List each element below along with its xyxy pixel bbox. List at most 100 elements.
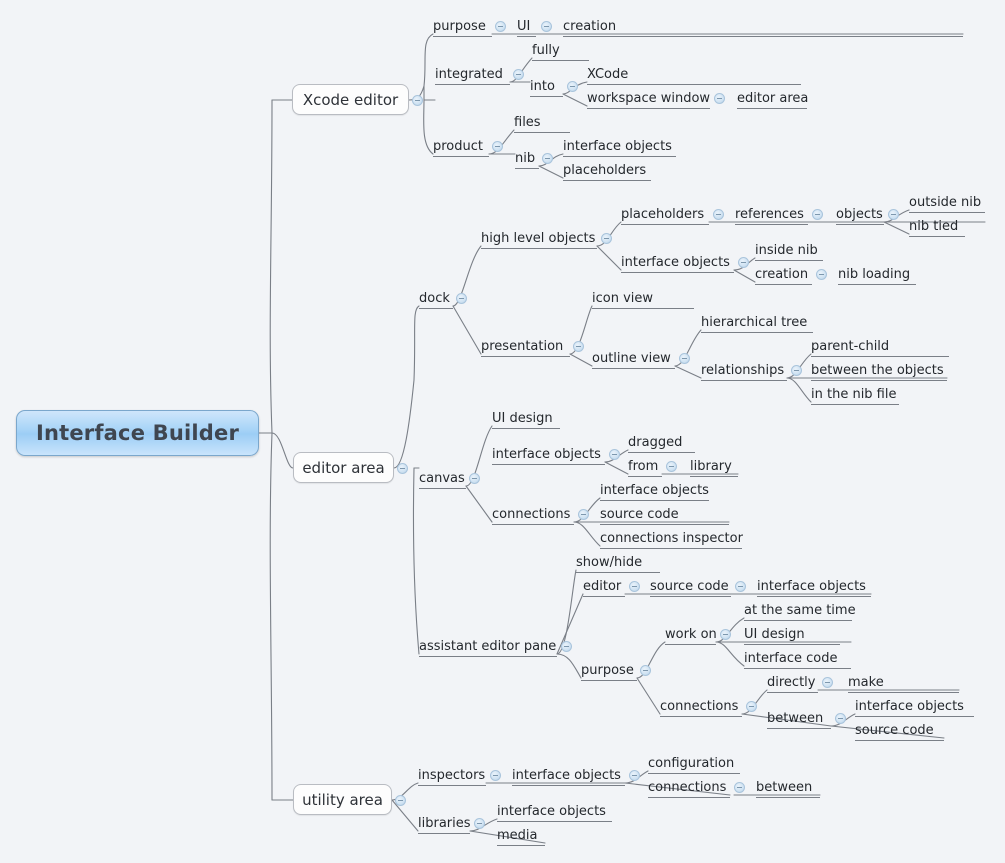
collapse-toggle-icon[interactable]: [495, 21, 506, 32]
topic-node[interactable]: workspace window: [587, 92, 710, 105]
topic-node[interactable]: show/hide: [576, 556, 642, 569]
topic-node[interactable]: creation: [563, 20, 616, 33]
collapse-toggle-icon[interactable]: [822, 677, 833, 688]
collapse-toggle-icon[interactable]: [735, 581, 746, 592]
topic-node[interactable]: source code: [855, 724, 934, 737]
collapse-toggle-icon[interactable]: [720, 629, 731, 640]
topic-node[interactable]: make: [848, 676, 884, 689]
topic-node[interactable]: between: [756, 781, 812, 794]
topic-node[interactable]: inside nib: [755, 244, 818, 257]
topic-node[interactable]: UI design: [744, 628, 805, 641]
topic-node[interactable]: fully: [532, 44, 560, 57]
topic-node[interactable]: connections: [648, 781, 726, 794]
collapse-toggle-icon[interactable]: [601, 233, 612, 244]
collapse-toggle-icon[interactable]: [713, 209, 724, 220]
topic-node[interactable]: into: [530, 80, 555, 93]
collapse-toggle-icon[interactable]: [816, 269, 827, 280]
topic-node[interactable]: icon view: [592, 292, 653, 305]
collapse-toggle-icon[interactable]: [888, 209, 899, 220]
topic-node[interactable]: files: [514, 116, 541, 129]
topic-node[interactable]: from: [628, 460, 658, 473]
collapse-toggle-icon[interactable]: [395, 794, 406, 806]
topic-node[interactable]: work on: [665, 628, 717, 641]
collapse-toggle-icon[interactable]: [397, 462, 408, 474]
root-node[interactable]: Interface Builder: [16, 410, 259, 456]
topic-node[interactable]: interface objects: [563, 140, 672, 153]
topic-node[interactable]: dragged: [628, 436, 682, 449]
topic-node[interactable]: assistant editor pane: [419, 640, 556, 653]
collapse-toggle-icon[interactable]: [640, 665, 651, 676]
topic-node[interactable]: media: [497, 829, 538, 842]
collapse-toggle-icon[interactable]: [561, 641, 572, 652]
collapse-toggle-icon[interactable]: [567, 81, 578, 92]
topic-node[interactable]: between the objects: [811, 364, 944, 377]
collapse-toggle-icon[interactable]: [629, 770, 640, 781]
collapse-toggle-icon[interactable]: [456, 293, 467, 304]
collapse-toggle-icon[interactable]: [629, 581, 640, 592]
topic-node[interactable]: high level objects: [481, 232, 595, 245]
topic-node[interactable]: inspectors: [418, 769, 485, 782]
topic-node[interactable]: connections inspector: [600, 532, 743, 545]
topic-node[interactable]: interface objects: [855, 700, 964, 713]
topic-node[interactable]: interface objects: [497, 805, 606, 818]
topic-node[interactable]: between: [767, 712, 823, 725]
topic-node[interactable]: nib: [515, 152, 535, 165]
topic-node[interactable]: configuration: [648, 757, 734, 770]
topic-node[interactable]: outside nib: [909, 196, 981, 209]
collapse-toggle-icon[interactable]: [490, 770, 501, 781]
topic-node[interactable]: outline view: [592, 352, 671, 365]
collapse-toggle-icon[interactable]: [412, 94, 423, 106]
topic-node[interactable]: source code: [650, 580, 729, 593]
collapse-toggle-icon[interactable]: [666, 461, 677, 472]
topic-node[interactable]: in the nib file: [811, 388, 896, 401]
topic-node[interactable]: interface objects: [600, 484, 709, 497]
topic-node[interactable]: nib loading: [838, 268, 910, 281]
topic-node[interactable]: canvas: [419, 472, 465, 485]
topic-node[interactable]: objects: [836, 208, 883, 221]
topic-node[interactable]: interface objects: [512, 769, 621, 782]
topic-node[interactable]: interface objects: [757, 580, 866, 593]
topic-node[interactable]: placeholders: [563, 164, 646, 177]
topic-node[interactable]: connections: [660, 700, 738, 713]
topic-node[interactable]: presentation: [481, 340, 563, 353]
topic-node[interactable]: references: [735, 208, 804, 221]
collapse-toggle-icon[interactable]: [474, 818, 485, 829]
collapse-toggle-icon[interactable]: [492, 141, 503, 152]
topic-node[interactable]: product: [433, 140, 483, 153]
branch-node-xcode-editor[interactable]: Xcode editor: [292, 84, 409, 115]
topic-node[interactable]: creation: [755, 268, 808, 281]
topic-node[interactable]: directly: [767, 676, 815, 689]
topic-node[interactable]: parent-child: [811, 340, 889, 353]
topic-node[interactable]: interface objects: [621, 256, 730, 269]
collapse-toggle-icon[interactable]: [734, 782, 745, 793]
topic-node[interactable]: purpose: [581, 664, 634, 677]
collapse-toggle-icon[interactable]: [746, 701, 757, 712]
collapse-toggle-icon[interactable]: [469, 473, 480, 484]
collapse-toggle-icon[interactable]: [513, 69, 524, 80]
collapse-toggle-icon[interactable]: [714, 93, 725, 104]
collapse-toggle-icon[interactable]: [573, 341, 584, 352]
topic-node[interactable]: purpose: [433, 20, 486, 33]
collapse-toggle-icon[interactable]: [679, 353, 690, 364]
topic-node[interactable]: hierarchical tree: [701, 316, 807, 329]
collapse-toggle-icon[interactable]: [542, 153, 553, 164]
topic-node[interactable]: dock: [419, 292, 450, 305]
topic-node[interactable]: connections: [492, 508, 570, 521]
topic-node[interactable]: interface code: [744, 652, 837, 665]
topic-node[interactable]: UI: [517, 20, 530, 33]
collapse-toggle-icon[interactable]: [835, 713, 846, 724]
topic-node[interactable]: editor: [583, 580, 621, 593]
topic-node[interactable]: placeholders: [621, 208, 704, 221]
collapse-toggle-icon[interactable]: [791, 365, 802, 376]
topic-node[interactable]: interface objects: [492, 448, 601, 461]
topic-node[interactable]: library: [690, 460, 732, 473]
branch-node-utility-area[interactable]: utility area: [293, 784, 392, 815]
branch-node-editor-area[interactable]: editor area: [293, 452, 394, 483]
collapse-toggle-icon[interactable]: [812, 209, 823, 220]
topic-node[interactable]: UI design: [492, 412, 553, 425]
topic-node[interactable]: relationships: [701, 364, 784, 377]
topic-node[interactable]: source code: [600, 508, 679, 521]
topic-node[interactable]: integrated: [435, 68, 503, 81]
topic-node[interactable]: nib tied: [909, 220, 958, 233]
collapse-toggle-icon[interactable]: [541, 21, 552, 32]
